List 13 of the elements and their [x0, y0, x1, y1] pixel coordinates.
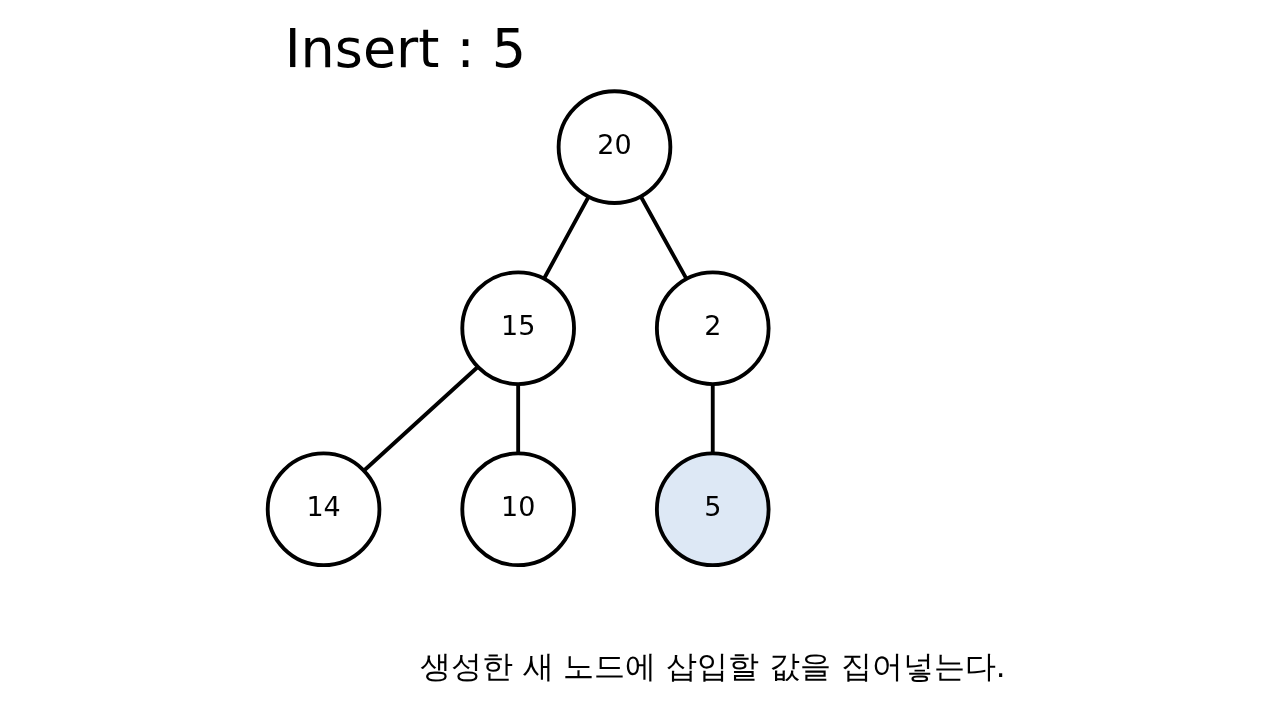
connector — [710, 384, 715, 453]
label: 생성한 새 노드에 삽입할 값을 집어넣는다. — [419, 647, 1006, 684]
connector — [638, 195, 688, 280]
connector — [362, 366, 478, 472]
diagram-title: Insert : 5 — [284, 16, 526, 80]
node-circle: 14 — [265, 451, 381, 568]
connector — [541, 196, 590, 280]
node-circle: 20 — [556, 89, 672, 205]
node-circle: 10 — [459, 451, 576, 568]
node-circle: 15 — [459, 270, 576, 386]
node-circle: 2 — [654, 270, 771, 386]
connector — [515, 384, 520, 453]
node-circle: 5 — [654, 451, 771, 568]
